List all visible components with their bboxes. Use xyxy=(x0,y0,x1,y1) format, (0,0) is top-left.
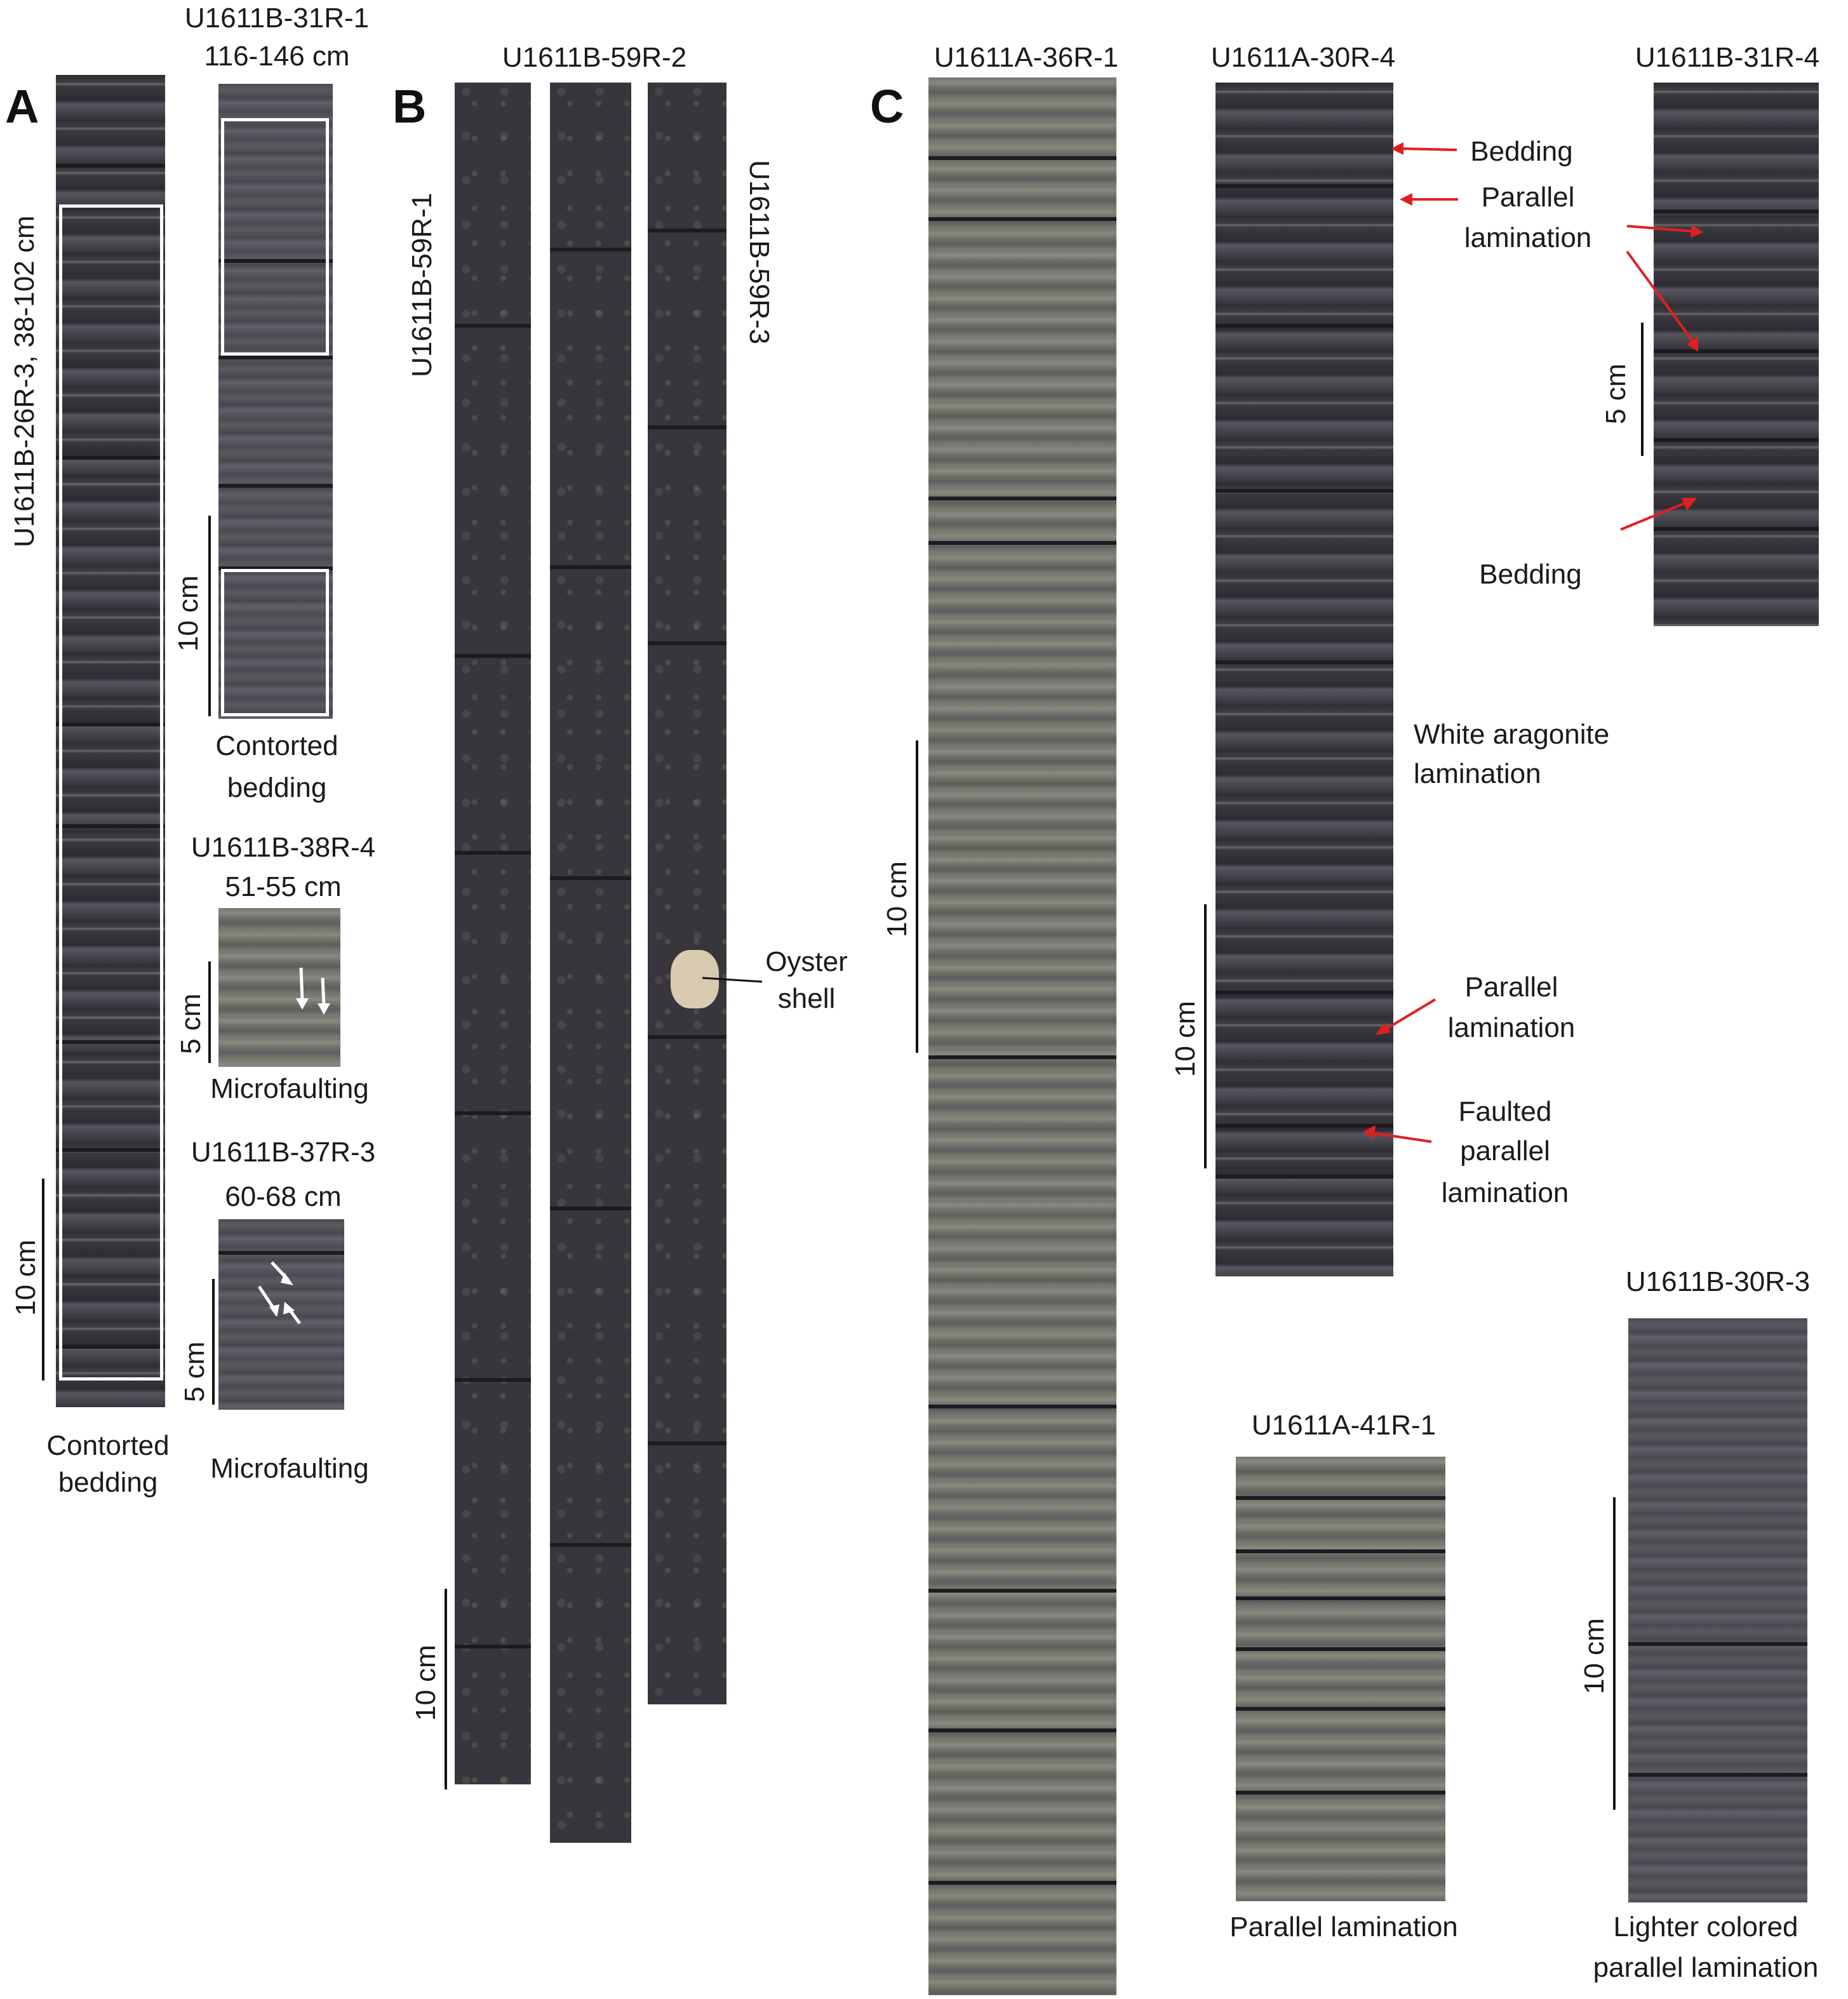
core-label-26r3: U1611B-26R-3, 38-102 cm xyxy=(9,215,40,547)
scale-bar-38r4 xyxy=(208,961,211,1063)
core-title-41r1: U1611A-41R-1 xyxy=(1251,1410,1436,1441)
oyster-leader-line xyxy=(702,977,763,983)
arrow-parallel-31r4-a xyxy=(1626,225,1703,237)
oyster-label-line1: Oyster xyxy=(765,946,848,977)
scale-bar-30r4 xyxy=(1204,904,1207,1168)
annotation-bedding-30r4: Bedding xyxy=(1470,136,1573,167)
scale-label-36r1: 10 cm xyxy=(881,861,913,937)
core-photo-41r1 xyxy=(1236,1457,1445,1901)
annotation-faulted-line2: parallel xyxy=(1460,1135,1550,1167)
core-title-31r4: U1611B-31R-4 xyxy=(1635,42,1820,73)
core-photo-38r4 xyxy=(218,908,340,1067)
fault-arrow-38r4 xyxy=(296,967,330,1015)
annotation-white-aragonite-line2: lamination xyxy=(1414,758,1541,789)
core-label-59r1: U1611B-59R-1 xyxy=(406,192,438,377)
fault-arrow-37r3 xyxy=(271,1261,301,1325)
core-photo-30r4 xyxy=(1215,83,1393,1276)
core-photo-59r1 xyxy=(455,83,531,1784)
caption-30r3-line1: Lighter colored xyxy=(1613,1911,1798,1942)
highlight-box-31r1-upper xyxy=(221,118,329,356)
core-title-30r3: U1611B-30R-3 xyxy=(1625,1266,1811,1297)
core-title-37r3-line1: U1611B-37R-3 xyxy=(191,1137,376,1168)
core-title-38r4-line2: 51-55 cm xyxy=(225,871,342,902)
caption-30r3-line2: parallel lamination xyxy=(1593,1952,1819,1983)
core-title-31r1-line1: U1611B-31R-1 xyxy=(184,3,370,34)
scale-bar-59r xyxy=(445,1589,447,1789)
annotation-white-aragonite-line1: White aragonite xyxy=(1414,719,1610,750)
caption-31r1-line1: Contorted xyxy=(215,730,338,761)
arrow-bedding-30r4 xyxy=(1391,142,1457,155)
scale-bar-36r1 xyxy=(916,740,918,1053)
scale-bar-30r3 xyxy=(1613,1497,1616,1810)
core-photo-59r3 xyxy=(648,83,726,1704)
core-title-37r3-line2: 60-68 cm xyxy=(225,1181,342,1212)
scale-label-59r: 10 cm xyxy=(410,1645,441,1721)
core-photo-26r3 xyxy=(56,75,165,1407)
scale-label-26r3: 10 cm xyxy=(10,1240,41,1316)
arrow-parallel-30r4 xyxy=(1400,193,1458,206)
arrow-parallel-31r4-b xyxy=(1626,250,1698,352)
fault-arrow-37r3-b xyxy=(257,1285,279,1317)
arrow-faulted-30r4 xyxy=(1363,1125,1432,1143)
oyster-label-line2: shell xyxy=(777,983,836,1014)
arrow-bedding-31r4 xyxy=(1620,498,1697,531)
scale-bar-37r3 xyxy=(212,1279,215,1405)
core-title-30r4: U1611A-30R-4 xyxy=(1210,42,1396,73)
core-title-38r4-line1: U1611B-38R-4 xyxy=(191,832,376,863)
annotation-faulted-line1: Faulted xyxy=(1458,1096,1552,1127)
scale-bar-26r3 xyxy=(42,1179,44,1381)
annotation-faulted-line3: lamination xyxy=(1441,1177,1569,1208)
annotation-parallel-30r4-line1: Parallel xyxy=(1481,182,1575,213)
annotation-parallel-30r4-line2: lamination xyxy=(1464,222,1592,253)
arrow-parallel-30r4-b xyxy=(1376,998,1436,1035)
scale-label-30r4: 10 cm xyxy=(1170,1001,1201,1077)
annotation-parallel-30r4-b-line1: Parallel xyxy=(1464,972,1558,1003)
scale-label-31r1: 10 cm xyxy=(173,575,204,652)
annotation-parallel-30r4-b-line2: lamination xyxy=(1447,1012,1576,1043)
caption-38r4: Microfaulting xyxy=(210,1073,369,1104)
panel-a-letter: A xyxy=(5,80,39,133)
caption-37r3: Microfaulting xyxy=(210,1453,369,1484)
highlight-box-31r1-lower xyxy=(221,569,329,716)
scale-label-30r3: 10 cm xyxy=(1579,1618,1610,1694)
core-photo-31r1 xyxy=(218,84,333,719)
core-photo-30r3 xyxy=(1628,1318,1807,1902)
caption-31r1-line2: bedding xyxy=(227,772,327,803)
core-photo-59r2 xyxy=(550,83,631,1843)
panel-b-letter: B xyxy=(392,80,427,133)
core-title-36r1: U1611A-36R-1 xyxy=(934,42,1119,73)
scale-bar-31r4 xyxy=(1641,323,1644,456)
scale-label-37r3: 5 cm xyxy=(179,1341,210,1402)
panel-c-letter: C xyxy=(870,80,904,133)
scale-bar-31r1 xyxy=(208,516,211,716)
caption-26r3-line1: Contorted xyxy=(46,1430,170,1461)
core-label-59r3: U1611B-59R-3 xyxy=(744,160,775,345)
scale-label-31r4: 5 cm xyxy=(1600,363,1631,424)
caption-26r3-line2: bedding xyxy=(58,1467,158,1498)
annotation-bedding-31r4: Bedding xyxy=(1479,559,1582,590)
core-title-59r2: U1611B-59R-2 xyxy=(502,42,687,73)
caption-41r1: Parallel lamination xyxy=(1229,1911,1458,1942)
scale-label-38r4: 5 cm xyxy=(175,993,206,1054)
core-photo-36r1 xyxy=(928,77,1116,1995)
core-title-31r1-line2: 116-146 cm xyxy=(204,41,350,72)
core-photo-37r3 xyxy=(218,1219,344,1410)
core-photo-31r4 xyxy=(1654,83,1819,626)
highlight-box-26r3 xyxy=(59,204,163,1381)
